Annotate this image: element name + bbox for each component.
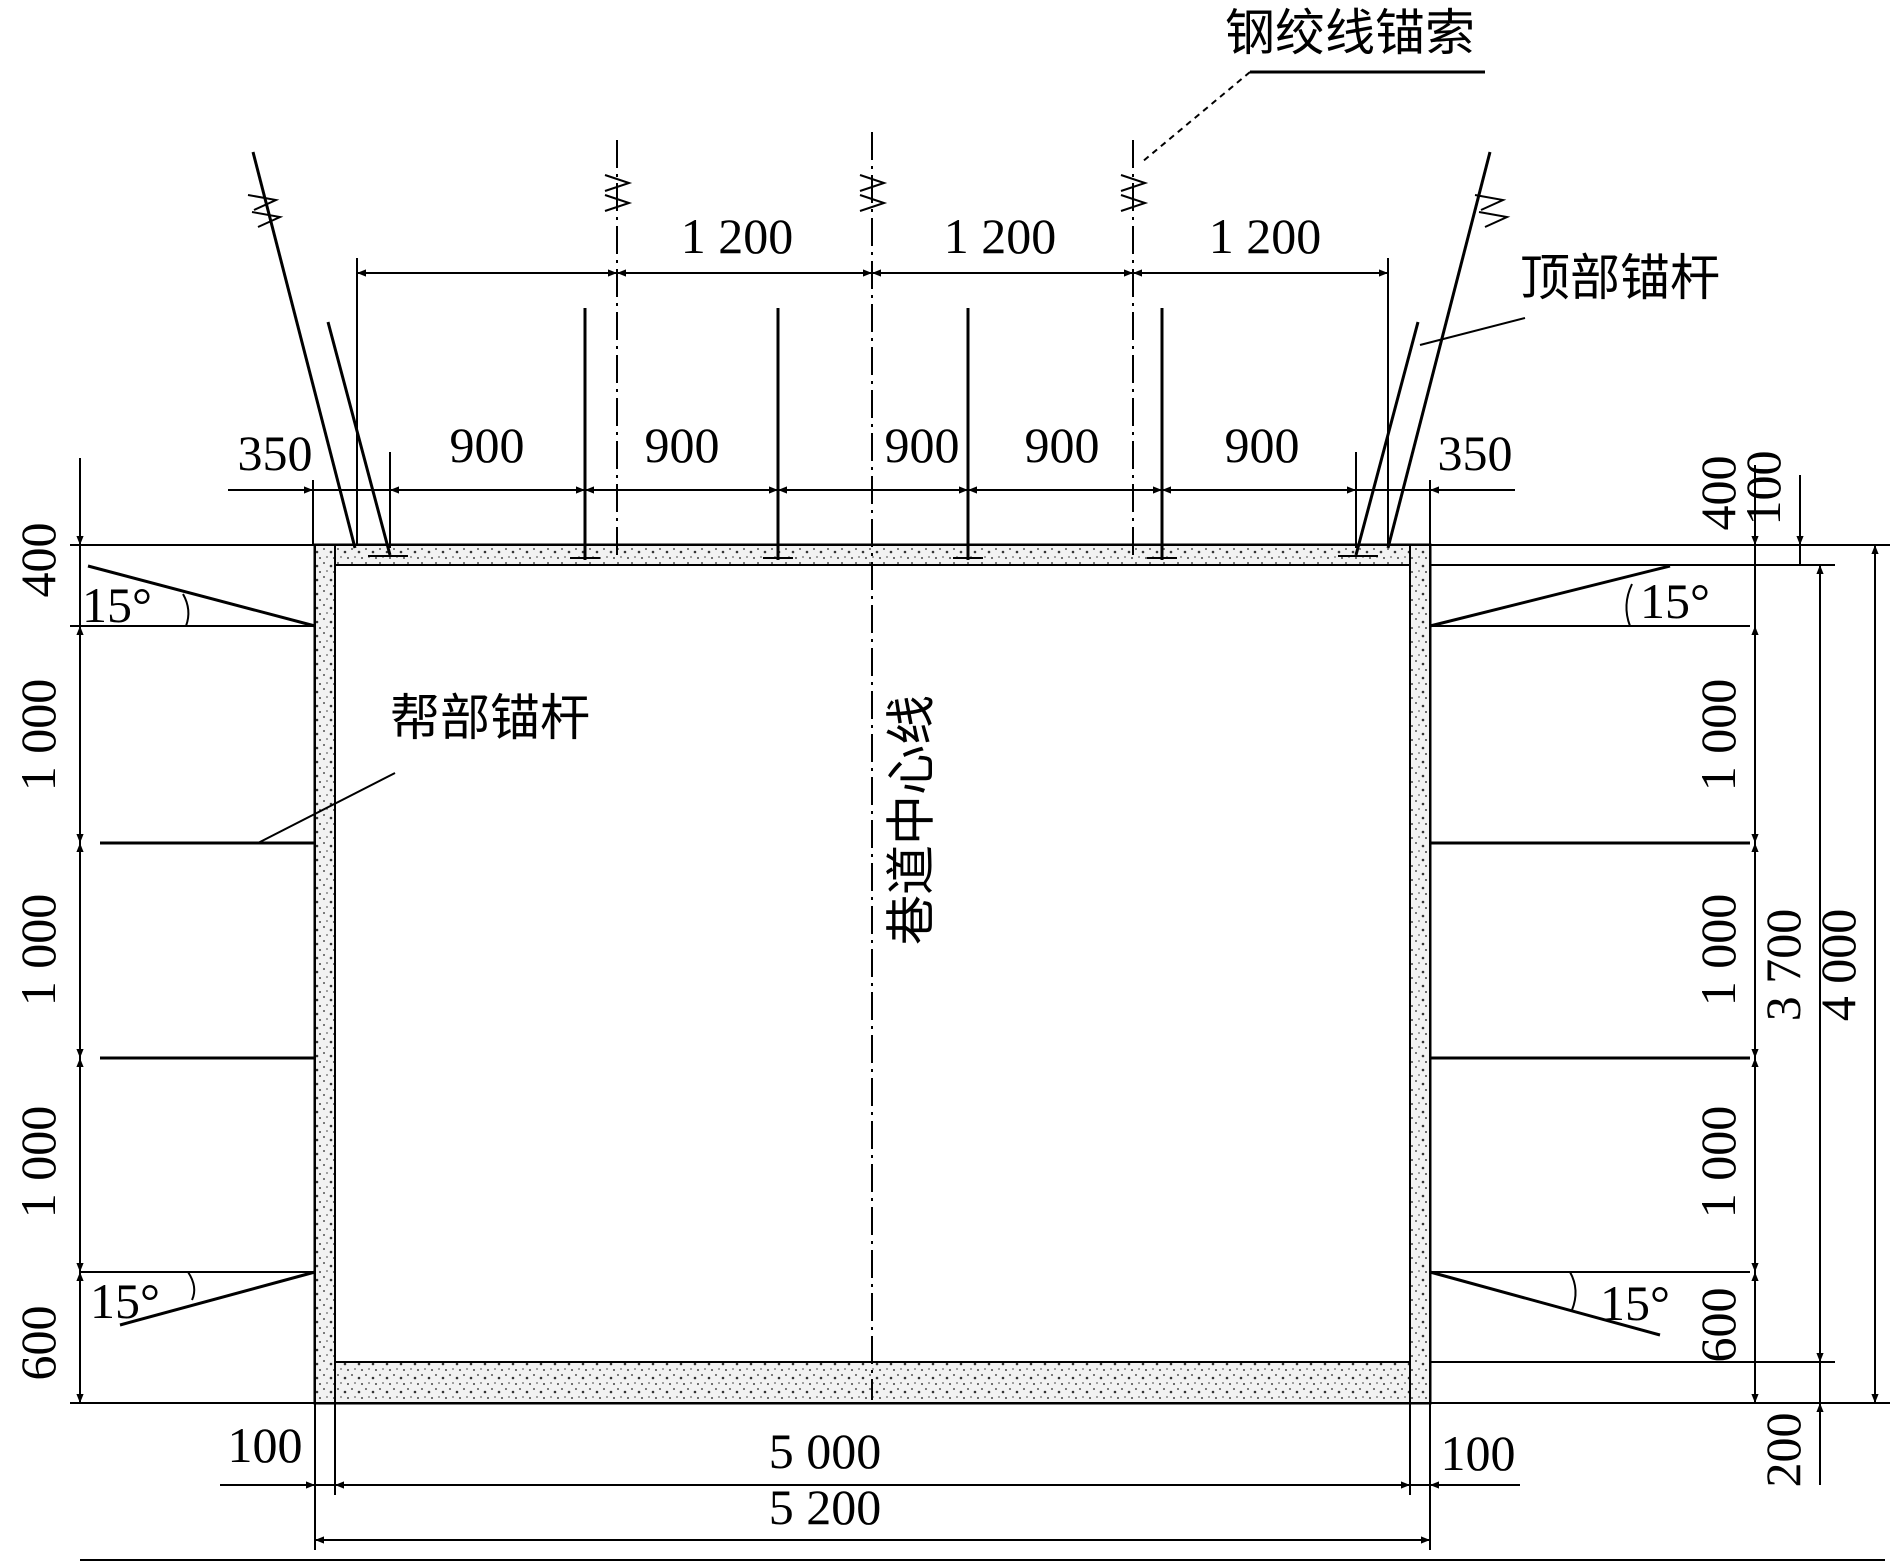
left-side-dims: 400 1 000 1 000 1 000 600 bbox=[10, 458, 315, 1404]
angle-arc bbox=[182, 593, 190, 627]
cable-anchor bbox=[251, 151, 357, 549]
side-bolts bbox=[87, 564, 1750, 1337]
dim-label: 900 bbox=[885, 417, 960, 473]
side-bolt bbox=[1429, 1270, 1661, 1337]
bottom-dims: 100 5 000 100 5 200 bbox=[80, 1403, 1885, 1561]
dim-label: 1 000 bbox=[10, 679, 66, 792]
centerline-label: 巷道中心线 bbox=[883, 695, 941, 945]
angle-arc bbox=[187, 1271, 196, 1301]
dim-label: 4 000 bbox=[1810, 909, 1866, 1022]
break-symbol bbox=[1474, 194, 1511, 228]
cable-anchor-label: 钢绞线锚索 bbox=[1225, 4, 1475, 62]
roof-bolt-leader bbox=[1419, 317, 1526, 346]
side-bolt bbox=[1429, 564, 1671, 628]
right-side-dims: 400 1 000 1 000 1 000 600 100 3 700 4 00… bbox=[1430, 451, 1890, 1488]
break-symbol bbox=[1120, 174, 1149, 212]
dim-label: 1 000 bbox=[10, 1106, 66, 1219]
left-wall-lining bbox=[314, 544, 336, 1404]
side-bolt-leader bbox=[257, 772, 396, 844]
dim-label: 200 bbox=[1755, 1413, 1811, 1488]
dim-label: 1 000 bbox=[10, 894, 66, 1007]
dim-label: 3 700 bbox=[1755, 909, 1811, 1022]
angle-label: 15° bbox=[82, 577, 152, 633]
dim-label: 1 000 bbox=[1690, 679, 1746, 792]
roof-bolt-spacing-dims: 350 900 900 900 900 900 350 bbox=[228, 417, 1515, 548]
right-wall-lining bbox=[1409, 544, 1431, 1404]
dim-label: 350 bbox=[1438, 425, 1513, 481]
cable-anchor bbox=[1386, 151, 1492, 549]
side-bolt-label: 帮部锚杆 bbox=[390, 689, 590, 747]
dim-label: 100 bbox=[1735, 451, 1791, 526]
dim-label: 1 000 bbox=[1690, 1106, 1746, 1219]
angle-markers: 15° 15° 15° 15° bbox=[70, 573, 1750, 1331]
dim-label: 900 bbox=[1025, 417, 1100, 473]
dim-label: 900 bbox=[1225, 417, 1300, 473]
angle-arc bbox=[1569, 1271, 1577, 1311]
roof-bolt-label: 顶部锚杆 bbox=[1520, 249, 1720, 307]
dim-label: 100 bbox=[1441, 1425, 1516, 1481]
dim-label: 900 bbox=[645, 417, 720, 473]
side-bolt bbox=[119, 1270, 316, 1327]
dim-label: 5 200 bbox=[769, 1479, 882, 1535]
dim-label: 5 000 bbox=[769, 1423, 882, 1479]
angle-label: 15° bbox=[90, 1273, 160, 1329]
cable-spacing-dims: 1 200 1 200 1 200 bbox=[356, 208, 1389, 545]
dim-label: 1 200 bbox=[1209, 208, 1322, 264]
break-symbol bbox=[247, 194, 284, 228]
dim-label: 600 bbox=[1690, 1288, 1746, 1363]
dim-label: 100 bbox=[228, 1417, 303, 1473]
break-symbol bbox=[604, 174, 633, 212]
cable-label-leader bbox=[1141, 71, 1251, 163]
dim-label: 600 bbox=[10, 1306, 66, 1381]
side-bolt bbox=[87, 564, 316, 628]
break-symbol bbox=[859, 174, 888, 212]
dim-label: 400 bbox=[10, 523, 66, 598]
roadway-section bbox=[313, 543, 1432, 1405]
angle-arc bbox=[1625, 583, 1633, 627]
dim-label: 350 bbox=[238, 425, 313, 481]
dim-label: 1 200 bbox=[944, 208, 1057, 264]
angle-label: 15° bbox=[1640, 573, 1710, 629]
dim-label: 900 bbox=[450, 417, 525, 473]
dim-label: 1 000 bbox=[1690, 894, 1746, 1007]
cable-anchors bbox=[247, 140, 1511, 560]
dim-label: 1 200 bbox=[681, 208, 794, 264]
roof-bolt bbox=[326, 321, 392, 556]
angle-label: 15° bbox=[1600, 1275, 1670, 1331]
dim-label: 400 bbox=[1690, 456, 1746, 531]
